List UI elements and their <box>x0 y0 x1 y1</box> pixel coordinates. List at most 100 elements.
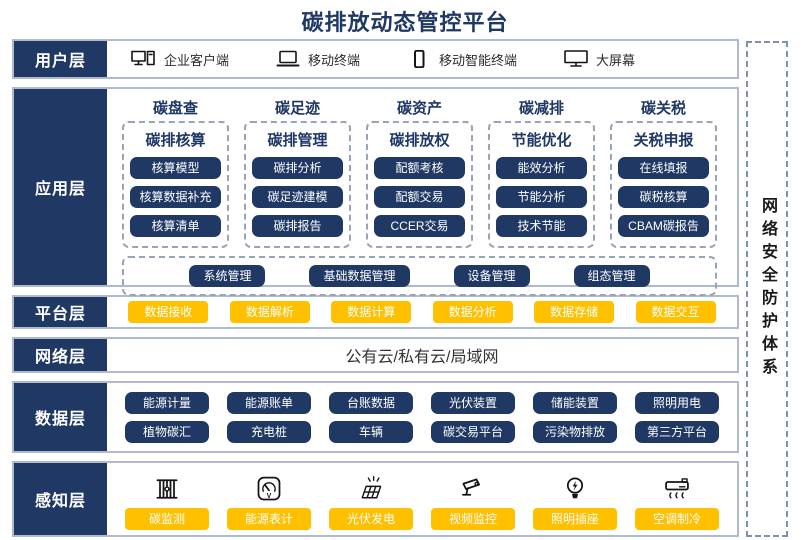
layer-platform: 平台层 数据接收 数据解析 数据计算 数据分析 数据存储 数据交互 <box>12 295 739 329</box>
layer-perception-content: 碳监测 V 能源表计 光伏发电 视频监控 <box>107 463 737 535</box>
smartphone-icon <box>406 50 432 68</box>
perception-chip: 空调制冷 <box>635 507 719 530</box>
app-group-subheader: 碳排放权 <box>389 132 450 149</box>
user-item-label: 移动智能终端 <box>439 52 518 68</box>
layer-application-content: 碳盘查 碳排核算 核算模型 核算数据补充 核算清单 碳足迹 碳排管理 碳排分析 … <box>107 89 737 296</box>
app-group-header: 碳减排 <box>518 100 564 117</box>
perception-chip: 视频监控 <box>431 507 515 530</box>
air-conditioner-icon <box>662 469 692 503</box>
layer-application: 应用层 碳盘查 碳排核算 核算模型 核算数据补充 核算清单 碳足迹 碳排管理 <box>12 87 739 296</box>
app-group-carbon-tariff: 碳关税 关税申报 在线填报 碳税核算 CBAM碳报告 <box>610 97 717 248</box>
perception-cell-lighting-socket: 照明插座 <box>533 469 617 530</box>
user-item-smart-terminal: 移动智能终端 <box>406 50 517 69</box>
solar-power-icon <box>356 469 386 503</box>
layer-perception-label: 感知层 <box>14 463 107 535</box>
laptop-icon <box>275 50 301 68</box>
perception-chip: 照明插座 <box>533 507 617 530</box>
app-module-chip: 碳足迹建模 <box>252 186 343 208</box>
big-screen-icon <box>563 50 589 68</box>
app-module-chip: 核算清单 <box>130 215 221 237</box>
perception-cell-carbon-monitor: 碳监测 <box>125 469 209 530</box>
user-item-label: 大屏幕 <box>596 52 636 68</box>
security-banner: 网络安全防护体系 <box>746 41 788 537</box>
app-group-subheader: 碳排管理 <box>267 132 328 149</box>
data-source-chip: 能源计量 <box>125 391 209 414</box>
data-source-chip: 植物碳汇 <box>125 420 209 443</box>
common-module-chip: 系统管理 <box>189 265 266 287</box>
app-group-box: 碳排放权 配额考核 配额交易 CCER交易 <box>366 121 473 248</box>
user-item-label: 企业客户端 <box>164 52 230 68</box>
app-group-box: 碳排核算 核算模型 核算数据补充 核算清单 <box>122 121 229 248</box>
app-group-subheader: 碳排核算 <box>145 132 206 149</box>
data-source-chip: 照明用电 <box>635 391 719 414</box>
app-group-box: 节能优化 能效分析 节能分析 技术节能 <box>488 121 595 248</box>
data-source-chip: 充电桩 <box>227 420 311 443</box>
app-module-chip: 碳排报告 <box>252 215 343 237</box>
app-group-subheader: 节能优化 <box>511 132 572 149</box>
perception-cell-solar-power: 光伏发电 <box>329 469 413 530</box>
data-source-chip: 储能装置 <box>533 391 617 414</box>
app-group-header: 碳足迹 <box>274 100 320 117</box>
app-module-chip: 碳排分析 <box>252 157 343 179</box>
app-group-header: 碳资产 <box>396 100 442 117</box>
layer-network-label: 网络层 <box>14 339 107 371</box>
layer-platform-content: 数据接收 数据解析 数据计算 数据分析 数据存储 数据交互 <box>107 297 737 327</box>
layer-user: 用户层 企业客户端 移动终端 移动智能终端 <box>12 39 739 79</box>
app-group-box: 关税申报 在线填报 碳税核算 CBAM碳报告 <box>610 121 717 248</box>
light-socket-icon <box>560 469 590 503</box>
app-module-chip: CBAM碳报告 <box>618 215 709 237</box>
perception-chip: 光伏发电 <box>329 507 413 530</box>
perception-cell-energy-meter: V 能源表计 <box>227 469 311 530</box>
data-source-row: 植物碳汇 充电桩 车辆 碳交易平台 污染物排放 第三方平台 <box>107 420 737 443</box>
app-group-carbon-footprint: 碳足迹 碳排管理 碳排分析 碳足迹建模 碳排报告 <box>244 97 351 248</box>
cctv-camera-icon <box>458 469 488 503</box>
data-source-chip: 第三方平台 <box>635 420 719 443</box>
data-source-chip: 能源账单 <box>227 391 311 414</box>
app-module-chip: 能效分析 <box>496 157 587 179</box>
app-group-box: 碳排管理 碳排分析 碳足迹建模 碳排报告 <box>244 121 351 248</box>
user-item-enterprise-client: 企业客户端 <box>131 50 229 69</box>
common-module-chip: 组态管理 <box>573 265 650 287</box>
app-group-header: 碳关税 <box>640 100 686 117</box>
app-module-chip: 配额考核 <box>374 157 465 179</box>
layer-network-content: 公有云/私有云/局域网 <box>345 349 499 366</box>
app-group-header: 碳盘查 <box>152 100 198 117</box>
layer-application-label: 应用层 <box>14 89 107 285</box>
app-module-chip: 核算数据补充 <box>130 186 221 208</box>
platform-chip: 数据解析 <box>229 301 310 323</box>
layer-data: 数据层 能源计量 能源账单 台账数据 光伏装置 储能装置 照明用电 植物碳汇 充… <box>12 381 739 453</box>
app-module-chip: 配额交易 <box>374 186 465 208</box>
platform-chip: 数据接收 <box>128 301 209 323</box>
energy-meter-icon: V <box>254 469 284 503</box>
desktop-pc-icon <box>131 50 157 68</box>
user-item-label: 移动终端 <box>308 52 361 68</box>
perception-cell-video-surveillance: 视频监控 <box>431 469 515 530</box>
user-item-mobile-terminal: 移动终端 <box>275 50 360 69</box>
platform-chip: 数据分析 <box>432 301 513 323</box>
user-item-big-screen: 大屏幕 <box>563 50 635 69</box>
app-module-chip: CCER交易 <box>374 215 465 237</box>
layer-network: 网络层 公有云/私有云/局域网 <box>12 337 739 373</box>
app-group-carbon-reduction: 碳减排 节能优化 能效分析 节能分析 技术节能 <box>488 97 595 248</box>
architecture-diagram: 用户层 企业客户端 移动终端 移动智能终端 <box>12 39 739 537</box>
data-source-chip: 台账数据 <box>329 391 413 414</box>
app-module-chip: 核算模型 <box>130 157 221 179</box>
page-title: 碳排放动态管控平台 <box>301 10 509 35</box>
app-group-carbon-asset: 碳资产 碳排放权 配额考核 配额交易 CCER交易 <box>366 97 473 248</box>
perception-chip: 能源表计 <box>227 507 311 530</box>
app-module-chip: 碳税核算 <box>618 186 709 208</box>
layer-data-label: 数据层 <box>14 383 107 451</box>
perception-cell-air-conditioning: 空调制冷 <box>635 469 719 530</box>
security-banner-text: 网络安全防护体系 <box>759 197 776 381</box>
data-source-row: 能源计量 能源账单 台账数据 光伏装置 储能装置 照明用电 <box>107 391 737 414</box>
layer-perception: 感知层 碳监测 V 能源表计 光伏发电 <box>12 461 739 537</box>
platform-chip: 数据交互 <box>635 301 716 323</box>
app-group-carbon-inventory: 碳盘查 碳排核算 核算模型 核算数据补充 核算清单 <box>122 97 229 248</box>
app-module-chip: 在线填报 <box>618 157 709 179</box>
app-group-subheader: 关税申报 <box>633 132 694 149</box>
layer-user-content: 企业客户端 移动终端 移动智能终端 大屏幕 <box>107 41 737 77</box>
platform-chip: 数据存储 <box>534 301 615 323</box>
data-source-chip: 污染物排放 <box>533 420 617 443</box>
data-source-chip: 光伏装置 <box>431 391 515 414</box>
app-common-modules-box: 系统管理 基础数据管理 设备管理 组态管理 <box>122 256 717 296</box>
